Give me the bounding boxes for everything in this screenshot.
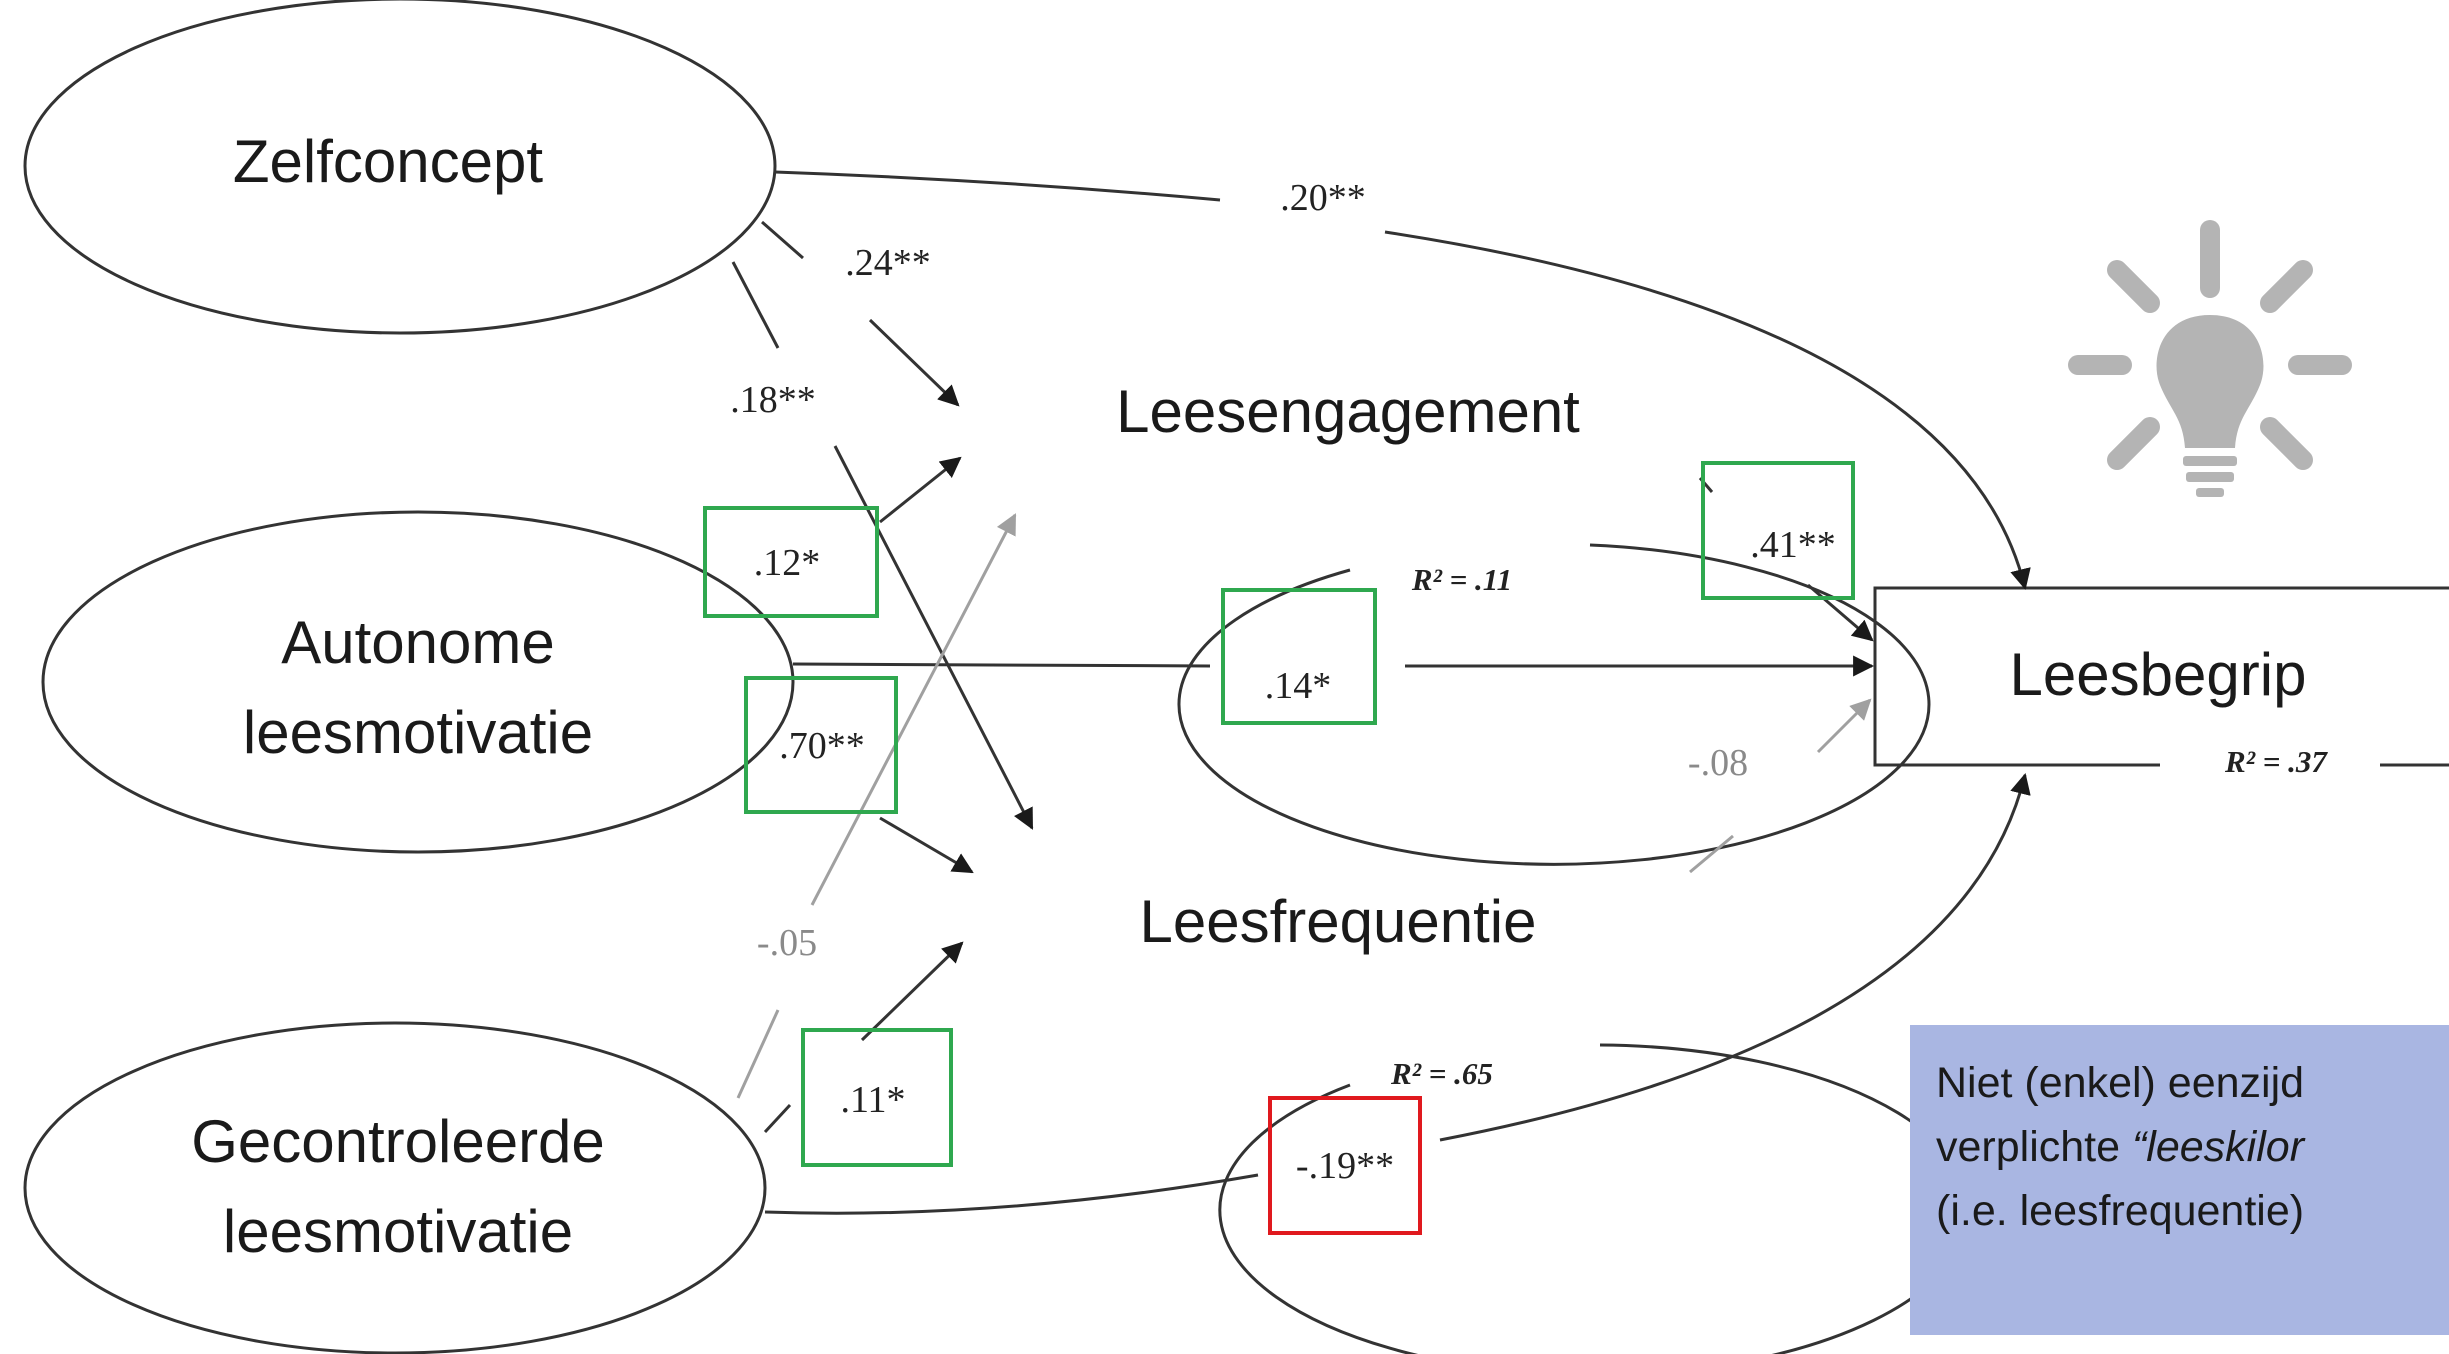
node-leesengagement: Leesengagement R² = .11 [1116, 378, 1931, 866]
coef-gecontroleerde-leesfrequentie: .11* [840, 1079, 905, 1121]
path-autonome-leesbegrip: .14* [792, 655, 1875, 707]
note-line-2-italic: “leeskilor [2131, 1123, 2305, 1171]
note-callout: Niet (enkel) eenzijd verplichte “leeskil… [1910, 1025, 2449, 1335]
path-gecontroleerde-leesfrequentie: .11* [763, 941, 964, 1134]
path-leesengagement-leesbegrip: .41** [1698, 477, 1874, 642]
node-leesfrequentie: Leesfrequentie R² = .65 [1140, 888, 1972, 1354]
node-zelfconcept-label: Zelfconcept [233, 128, 543, 195]
path-zelfconcept-leesbegrip: .20** [774, 170, 2031, 591]
highlight-box-engagement-begrip [1701, 461, 1855, 600]
node-autonome-label-line2: leesmotivatie [243, 699, 593, 766]
path-gecontroleerde-leesengagement: -.05 [736, 513, 1017, 1099]
path-gecontroleerde-leesbegrip: -.19** [764, 772, 2031, 1215]
coef-leesfrequentie-leesbegrip: -.08 [1688, 742, 1748, 784]
lightbulb-icon [2068, 220, 2352, 497]
coef-autonome-leesbegrip: .14* [1265, 665, 1332, 707]
highlight-box-gecontroleerde-frequentie [801, 1028, 953, 1167]
coef-zelfconcept-leesbegrip: .20** [1280, 177, 1366, 219]
node-gecontroleerde-label-line2: leesmotivatie [223, 1198, 573, 1265]
highlight-box-autonome-begrip [1221, 588, 1377, 725]
path-zelfconcept-leesengagement: .24** [761, 220, 960, 407]
coef-gecontroleerde-leesbegrip: -.19** [1296, 1145, 1394, 1187]
coef-autonome-leesengagement: .12* [754, 542, 821, 584]
coef-zelfconcept-leesfrequentie: .18** [730, 379, 816, 421]
r2-leesbegrip: R² = .37 [2224, 744, 2328, 779]
r2-leesfrequentie: R² = .65 [1390, 1056, 1493, 1091]
note-line-2-text: verplichte [1936, 1123, 2132, 1171]
note-line-3: (i.e. leesfrequentie) [1936, 1187, 2305, 1235]
node-gecontroleerde-leesmotivatie: Gecontroleerde leesmotivatie [23, 1021, 767, 1354]
note-line-2: verplichte “leeskilor [1936, 1115, 2449, 1179]
path-autonome-leesengagement: .12* [754, 456, 962, 584]
node-leesbegrip: Leesbegrip R² = .37 [1873, 586, 2449, 779]
highlight-box-autonome-frequentie [744, 676, 898, 814]
r2-leesengagement: R² = .11 [1411, 562, 1512, 597]
highlight-box-gecontroleerde-begrip [1268, 1096, 1422, 1235]
node-gecontroleerde-label-line1: Gecontroleerde [191, 1108, 605, 1175]
coef-leesengagement-leesbegrip: .41** [1750, 524, 1836, 566]
path-leesfrequentie-leesbegrip: -.08 [1688, 698, 1872, 874]
coef-gecontroleerde-leesengagement: -.05 [757, 922, 817, 964]
node-autonome-leesmotivatie: Autonome leesmotivatie [41, 510, 795, 854]
coef-autonome-leesfrequentie: .70** [779, 725, 865, 767]
highlight-box-autonome-engagement [703, 506, 879, 618]
node-zelfconcept: Zelfconcept [23, 0, 777, 335]
node-autonome-label-line1: Autonome [281, 609, 555, 676]
node-leesfrequentie-label: Leesfrequentie [1140, 888, 1537, 955]
coef-zelfconcept-leesengagement: .24** [845, 242, 931, 284]
path-autonome-leesfrequentie: .70** [779, 725, 974, 874]
node-leesbegrip-label: Leesbegrip [2010, 641, 2307, 708]
note-line-1: Niet (enkel) eenzijd [1936, 1059, 2305, 1107]
node-leesengagement-label: Leesengagement [1116, 378, 1580, 445]
